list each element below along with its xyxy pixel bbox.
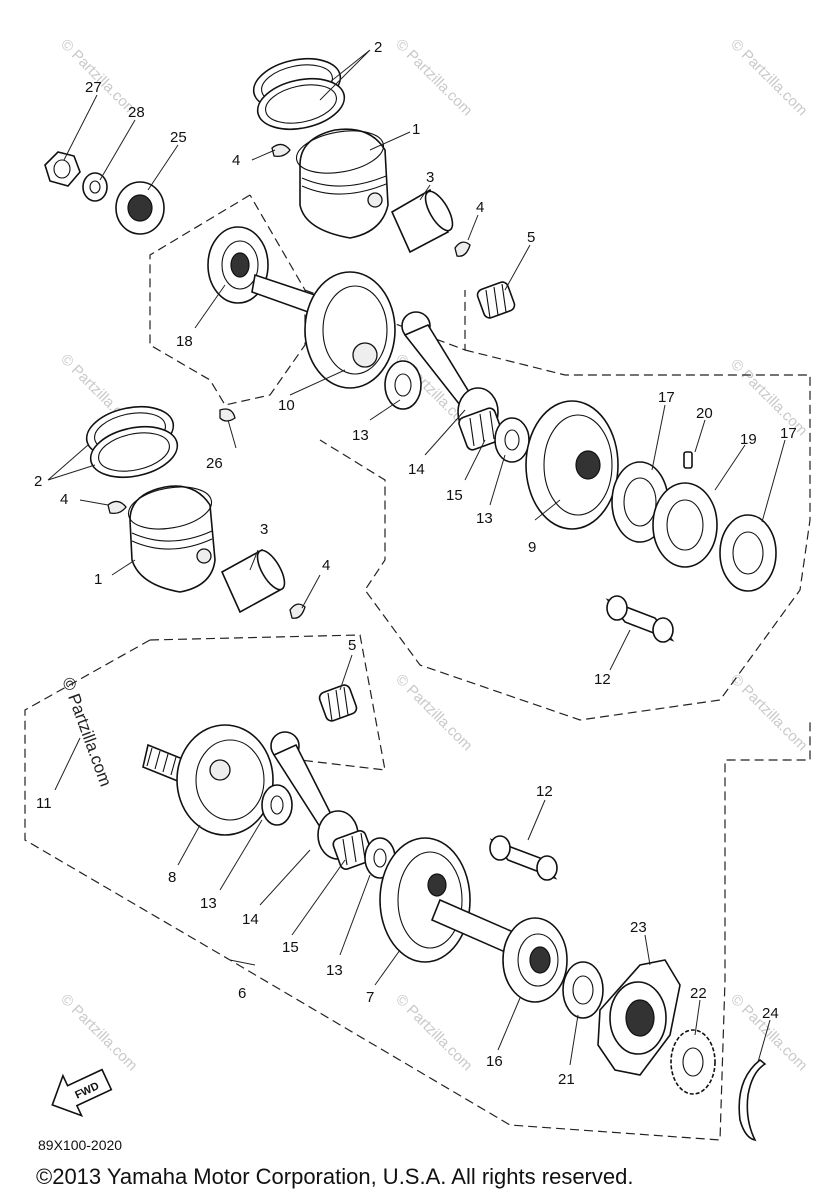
snap-ring [738, 1058, 767, 1142]
callout-9: 9 [528, 539, 536, 556]
upper-big-end-bearing [458, 407, 504, 451]
callout-4: 4 [476, 199, 484, 216]
watermark-text: © Partzilla.com [727, 356, 810, 439]
upper-crank-pin [605, 595, 675, 643]
watermark-text: © Partzilla.com [392, 36, 475, 119]
fwd-arrow-icon: FWD [51, 1068, 113, 1117]
watermark-text: © Partzilla.com [57, 991, 140, 1074]
lower-crank-pin [489, 835, 558, 881]
upper-crank-web-left [304, 271, 396, 389]
callout-8: 8 [168, 869, 176, 886]
watermark-text: © Partzilla.com [392, 671, 475, 754]
lower-piston [127, 485, 216, 593]
watermark-text-dark: © Partzilla.com [58, 675, 115, 789]
callout-21: 21 [558, 1071, 575, 1088]
callout-10: 10 [278, 397, 295, 414]
upper-circlip-left [271, 143, 291, 158]
callout-13: 13 [476, 510, 493, 527]
callout-13: 13 [352, 427, 369, 444]
callout-17: 17 [780, 425, 797, 442]
leader-lines [47, 49, 786, 1066]
callout-15: 15 [446, 487, 463, 504]
callout-3: 3 [260, 521, 268, 538]
lower-circlip-left [107, 500, 127, 515]
lower-small-end-bearing [318, 684, 358, 722]
spacer-collar [562, 961, 604, 1019]
callout-25: 25 [170, 129, 187, 146]
callout-14: 14 [242, 911, 259, 928]
callout-5: 5 [527, 229, 535, 246]
callout-18: 18 [176, 333, 193, 350]
callout-23: 23 [630, 919, 647, 936]
callout-19: 19 [740, 431, 757, 448]
callout-2: 2 [34, 473, 42, 490]
lower-piston-rings [85, 406, 179, 478]
callout-16: 16 [486, 1053, 503, 1070]
center-bearings [611, 461, 777, 592]
lower-crank-web-left [176, 724, 274, 836]
watermark-text: © Partzilla.com [392, 991, 475, 1074]
nut [44, 151, 81, 187]
callout-24: 24 [762, 1005, 779, 1022]
lower-crankshaft-assembly-outline [24, 634, 811, 1141]
callout-14: 14 [408, 461, 425, 478]
callout-labels: 2 1 4 3 4 5 27 28 25 18 10 13 14 15 13 9… [34, 39, 797, 1088]
watermark-text: © Partzilla.com [727, 36, 810, 119]
callout-13: 13 [326, 962, 343, 979]
callout-1: 1 [412, 121, 420, 138]
diagram-code: 89X100-2020 [38, 1137, 123, 1153]
callout-12: 12 [594, 671, 611, 688]
upper-circlip-right [454, 241, 471, 257]
upper-thrust-washer-2 [494, 417, 530, 463]
lower-piston-pin [220, 548, 286, 614]
callout-28: 28 [128, 104, 145, 121]
copyright-notice: ©2013 Yamaha Motor Corporation, U.S.A. A… [36, 1164, 634, 1189]
callout-12: 12 [536, 783, 553, 800]
callout-15: 15 [282, 939, 299, 956]
callout-17: 17 [658, 389, 675, 406]
callout-27: 27 [85, 79, 102, 96]
callout-5: 5 [348, 637, 356, 654]
callout-4: 4 [60, 491, 68, 508]
watermark-text: © Partzilla.com [727, 671, 810, 754]
upper-piston [295, 128, 389, 239]
upper-piston-rings [252, 58, 346, 130]
upper-piston-pin [390, 188, 454, 254]
lower-thrust-washer [261, 784, 293, 826]
lower-crank-web-right [379, 837, 471, 963]
callout-1: 1 [94, 571, 102, 588]
callout-26: 26 [206, 455, 223, 472]
drive-gear [670, 1029, 716, 1095]
callout-6: 6 [238, 985, 246, 1002]
callout-22: 22 [690, 985, 707, 1002]
washer [82, 172, 108, 202]
callout-11: 11 [36, 795, 52, 812]
bearing-housing [597, 959, 681, 1076]
upper-thrust-washer [384, 360, 422, 410]
upper-crank-web-right [525, 400, 619, 530]
lower-right-bearing [502, 917, 568, 1003]
woodruff-key [219, 408, 236, 422]
watermark-text: © Partzilla.com [727, 991, 810, 1074]
callout-4: 4 [232, 152, 240, 169]
lower-circlip-right [289, 603, 306, 619]
center-dowel-pin [683, 451, 693, 469]
upper-small-end-bearing [476, 281, 516, 319]
oil-seal-upper [115, 181, 165, 235]
callout-4: 4 [322, 557, 330, 574]
callout-13: 13 [200, 895, 217, 912]
callout-2: 2 [374, 39, 382, 56]
callout-20: 20 [696, 405, 713, 422]
callout-3: 3 [426, 169, 434, 186]
callout-7: 7 [366, 989, 374, 1006]
